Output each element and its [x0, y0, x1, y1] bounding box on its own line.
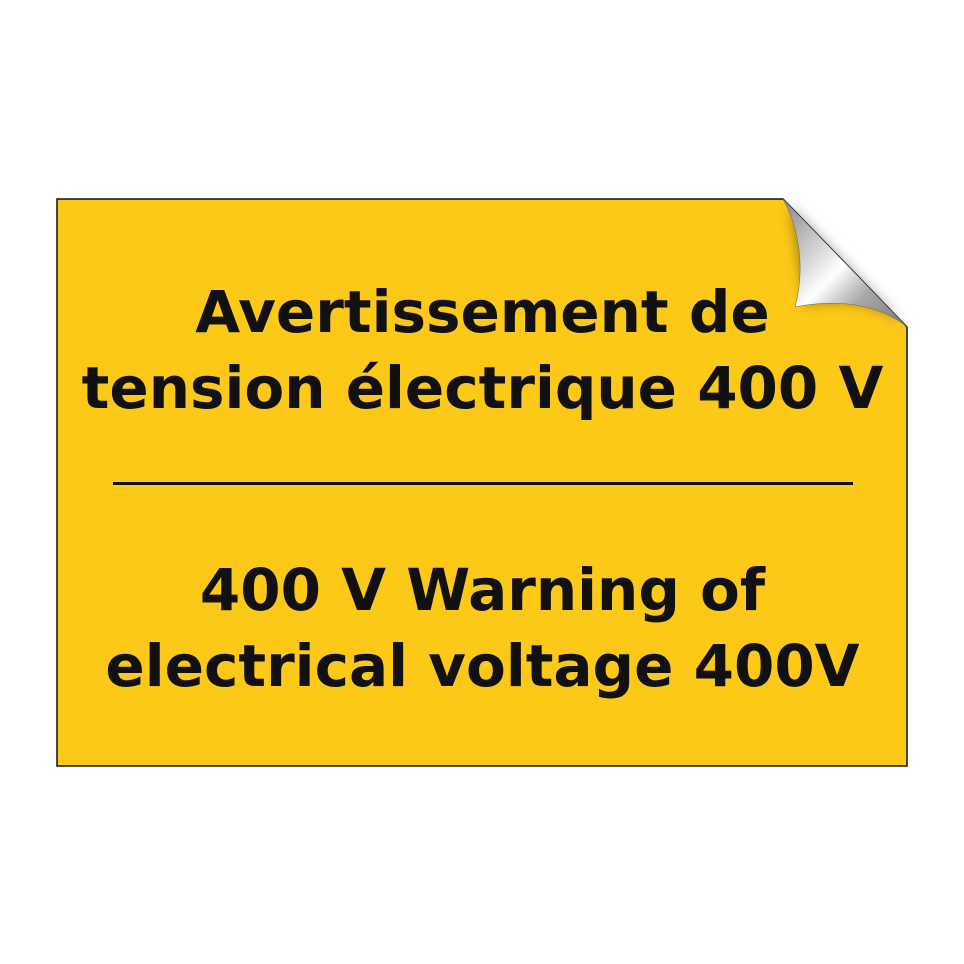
- english-line-1: 400 V Warning of: [199, 556, 766, 624]
- divider: [113, 482, 853, 485]
- peel-corner-icon: [782, 198, 908, 328]
- english-line-2: electrical voltage 400V: [105, 632, 860, 700]
- french-text: Avertissement de tension électrique 400 …: [57, 274, 908, 426]
- english-text: 400 V Warning of electrical voltage 400V: [57, 552, 908, 704]
- french-line-2: tension électrique 400 V: [81, 354, 884, 422]
- french-line-1: Avertissement de: [195, 278, 770, 346]
